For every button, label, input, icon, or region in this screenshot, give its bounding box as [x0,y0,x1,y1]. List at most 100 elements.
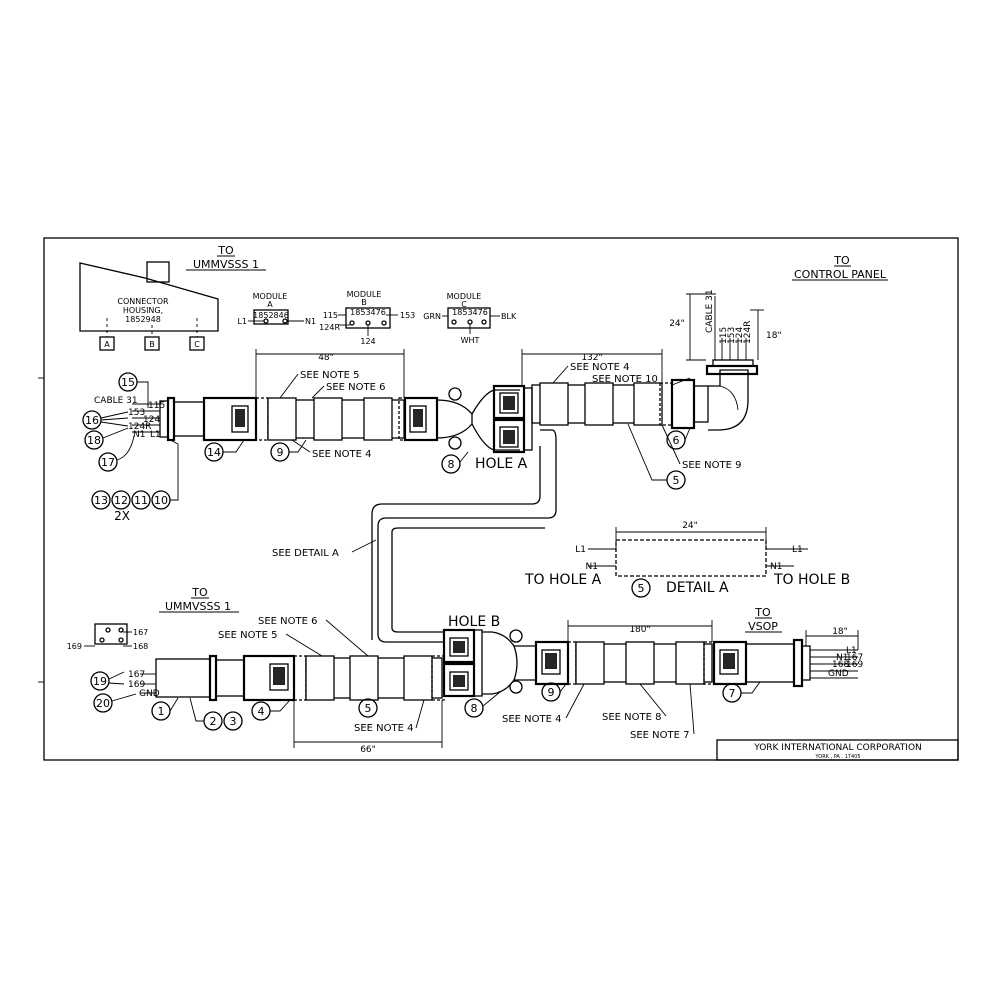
detail-a-cable [371,429,557,643]
to-control-panel-label: TO CONTROL PANEL [792,254,888,281]
svg-text:CONNECTOR: CONNECTOR [117,297,169,306]
svg-text:SEE NOTE 6: SEE NOTE 6 [258,616,317,627]
hole-b-split [442,628,536,698]
svg-text:CABLE 31: CABLE 31 [94,396,138,406]
svg-text:B: B [149,340,155,349]
svg-text:TO HOLE A: TO HOLE A [524,572,602,588]
svg-text:TO: TO [754,606,771,619]
svg-text:A: A [267,300,273,309]
svg-text:1: 1 [158,705,165,718]
svg-text:180": 180" [629,625,650,635]
svg-text:GND: GND [139,689,160,699]
svg-text:132": 132" [581,353,602,363]
svg-text:124R: 124R [128,422,151,432]
to-ummvsss-bottom-label: TO UMMVSSS 1 [159,586,239,613]
top-left-balloons: 15 16 18 17 13 12 11 10 2X 14 9 8 6 5 [82,372,691,523]
svg-text:MODULE: MODULE [447,292,482,301]
svg-text:1853476: 1853476 [350,308,386,317]
bottom-left-harness: 167 169 GND [128,654,445,702]
top-notes: SEE NOTE 5 SEE NOTE 6 SEE NOTE 4 SEE NOT… [279,362,741,471]
svg-text:169: 169 [128,680,145,690]
drawing-border [43,237,959,761]
svg-text:1852948: 1852948 [125,315,161,324]
svg-text:12: 12 [114,494,128,507]
svg-text:167: 167 [846,653,863,663]
svg-text:153: 153 [400,311,415,320]
svg-text:20: 20 [96,697,110,710]
svg-text:UMMVSSS 1: UMMVSSS 1 [193,258,259,271]
svg-text:UMMVSSS 1: UMMVSSS 1 [165,600,231,613]
svg-text:B: B [361,298,367,307]
svg-text:169: 169 [846,660,863,670]
svg-text:18": 18" [832,627,848,637]
module-c: MODULE C 1853476 GRN BLK WHT [423,292,517,345]
svg-text:YORK , PA . 17405: YORK , PA . 17405 [814,754,860,760]
svg-text:VSOP: VSOP [748,620,778,633]
svg-text:C: C [461,300,467,309]
bottom-left-length-dim: 66" [293,700,443,755]
svg-text:N1: N1 [770,562,782,572]
svg-text:TO: TO [833,254,850,267]
svg-text:MODULE: MODULE [253,292,288,301]
connector-housing: CONNECTOR HOUSING, 1852948 A B C [79,261,219,351]
svg-text:167: 167 [128,670,145,680]
svg-text:A: A [104,340,110,349]
svg-text:GND: GND [828,669,849,679]
svg-text:2: 2 [210,715,217,728]
svg-text:BLK: BLK [501,312,517,321]
bottom-right-harness: L1 N1 167 168 169 GND [534,638,863,688]
svg-text:CABLE 31: CABLE 31 [705,289,715,333]
svg-text:24": 24" [682,521,698,531]
svg-text:TO: TO [217,244,234,257]
module-a: MODULE A 1852846 L1 N1 [237,292,316,326]
svg-text:N1: N1 [305,317,316,326]
svg-text:168: 168 [133,642,148,651]
svg-text:SEE NOTE 4: SEE NOTE 4 [502,714,561,725]
svg-text:N1: N1 [586,562,598,572]
svg-text:C: C [194,340,200,349]
svg-text:CONTROL PANEL: CONTROL PANEL [794,268,887,281]
svg-text:18: 18 [87,434,101,447]
svg-text:9: 9 [277,446,284,459]
svg-text:15: 15 [121,376,135,389]
svg-text:SEE NOTE 9: SEE NOTE 9 [682,460,741,471]
svg-text:3: 3 [230,715,237,728]
svg-text:153: 153 [128,408,145,418]
svg-text:L1: L1 [150,430,161,440]
svg-text:L1: L1 [237,317,247,326]
to-vsop-label: TO VSOP [745,606,782,633]
bottom-right-end-dim: 18" [805,627,859,650]
svg-text:SEE NOTE 8: SEE NOTE 8 [602,712,661,723]
svg-text:SEE NOTE 4: SEE NOTE 4 [312,449,371,460]
svg-text:115: 115 [323,311,338,320]
svg-text:13: 13 [94,494,108,507]
svg-text:WHT: WHT [461,336,480,345]
svg-text:N1: N1 [836,653,848,663]
svg-text:6: 6 [673,434,680,447]
top-right-length-dim: 132" [521,349,663,386]
title-block: YORK INTERNATIONAL CORPORATION YORK , PA… [716,739,959,761]
svg-text:L1: L1 [575,545,586,555]
svg-text:N1: N1 [133,430,145,440]
svg-text:7: 7 [729,687,736,700]
bottom-balloons: 19 20 1 2 3 4 5 8 9 7 [90,671,761,731]
hole-b-label: HOLE B [448,614,500,630]
svg-text:SEE NOTE 4: SEE NOTE 4 [570,362,629,373]
hole-a-label: HOLE A [475,456,528,472]
svg-text:18": 18" [766,331,782,341]
svg-text:17: 17 [101,456,115,469]
svg-text:HOUSING,: HOUSING, [123,306,163,315]
svg-text:SEE NOTE 4: SEE NOTE 4 [354,723,413,734]
svg-text:115: 115 [148,401,165,411]
svg-text:124: 124 [360,337,375,346]
svg-text:L1: L1 [792,545,803,555]
module-bottom-left: 167 169 168 [67,623,148,651]
svg-text:66": 66" [360,745,376,755]
hole-a-split [436,384,533,454]
svg-text:11: 11 [134,494,148,507]
svg-text:9: 9 [548,686,555,699]
svg-text:MODULE: MODULE [347,290,382,299]
detail-a: 24" L1 N1 L1 N1 TO HOLE A TO HOLE B 5 DE… [524,521,850,598]
svg-text:48": 48" [318,353,334,363]
